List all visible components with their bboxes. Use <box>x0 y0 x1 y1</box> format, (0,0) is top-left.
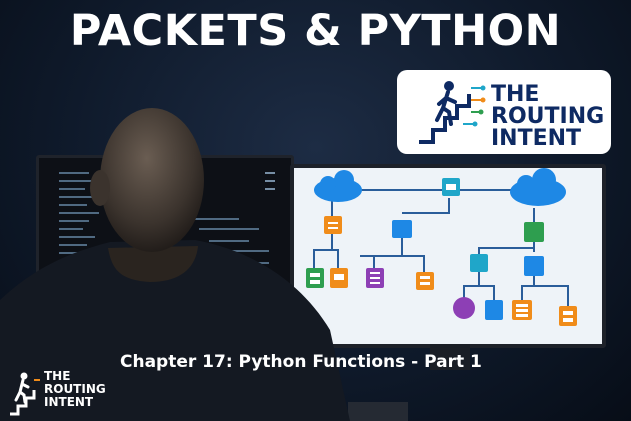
database-icon <box>453 297 475 319</box>
cloud-icon <box>510 168 566 206</box>
brand-line-2: ROUTING <box>491 104 605 129</box>
router-icon <box>470 254 488 272</box>
person-climbing-stairs-icon <box>10 372 40 416</box>
footer-brand-line-3: INTENT <box>44 395 94 409</box>
switch-icon <box>524 222 544 242</box>
switch-icon <box>392 220 412 238</box>
person-climbing-stairs-icon <box>419 81 486 144</box>
footer-brand-line-2: ROUTING <box>44 382 106 396</box>
brand-line-1: THE <box>491 82 540 107</box>
cloud-icon <box>314 170 362 202</box>
brand-line-3: INTENT <box>491 126 582 151</box>
server-icon <box>485 300 503 320</box>
footer-brand-name: THE ROUTING INTENT <box>44 370 106 409</box>
chapter-title: Chapter 17: Python Functions - Part 1 <box>120 352 482 372</box>
brand-logo-card: THE ROUTING INTENT <box>397 70 611 154</box>
headline: PACKETS & PYTHON <box>69 6 562 56</box>
brand-name: THE ROUTING INTENT <box>491 84 604 150</box>
footer-brand-line-1: THE <box>44 369 71 383</box>
footer-brand-logo: THE ROUTING INTENT <box>8 368 118 418</box>
server-icon <box>324 216 342 234</box>
switch-icon <box>524 256 544 276</box>
network-diagram <box>306 168 577 326</box>
network-diagram-monitor <box>290 164 606 348</box>
